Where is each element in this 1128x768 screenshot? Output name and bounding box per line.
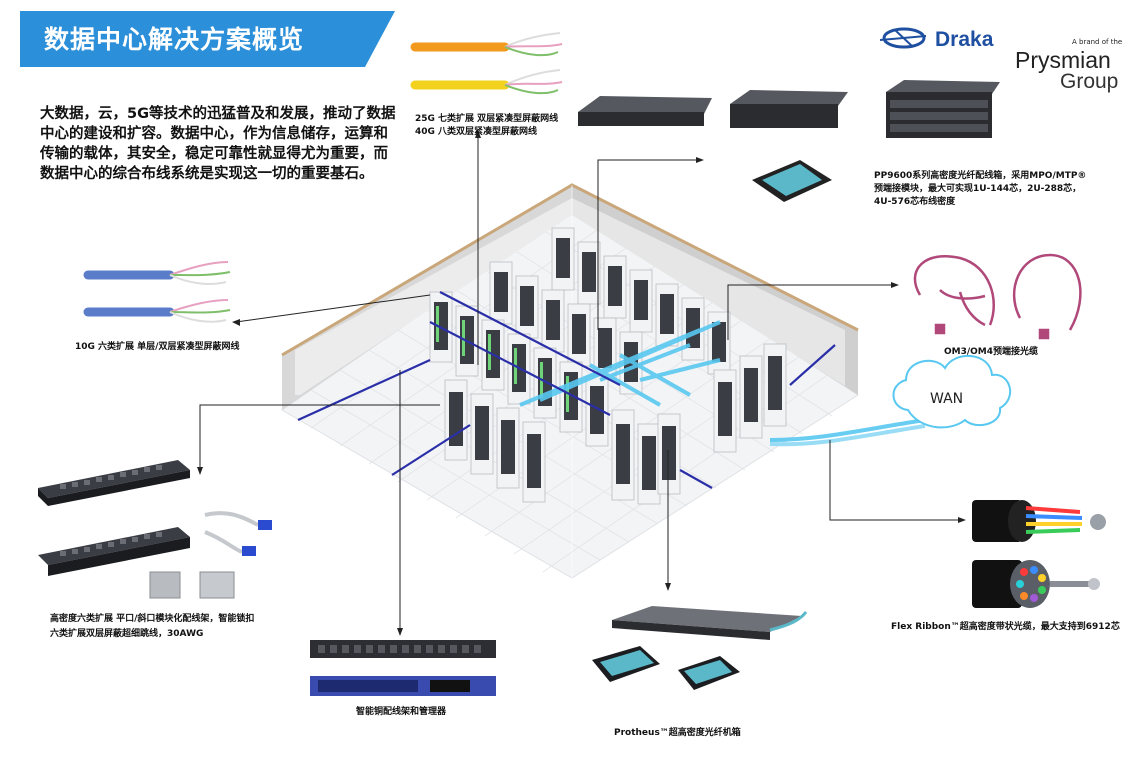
caption-patch-panel-1: 高密度六类扩展 平口/斜口模块化配线架，智能锁扣 bbox=[50, 614, 255, 624]
protheus-enclosure-image bbox=[592, 606, 808, 690]
caption-copper-25g: 25G 七类扩展 双层紧凑型屏蔽网线 bbox=[415, 114, 559, 124]
caption-patch-panel-2: 六类扩展双层屏蔽超细跳线，30AWG bbox=[50, 629, 204, 639]
draka-logo-icon bbox=[879, 27, 927, 49]
om3-om4-cable-image bbox=[913, 253, 1082, 340]
smart-copper-panel-image bbox=[310, 640, 496, 696]
caption-pp9600-3: 4U-576芯布线密度 bbox=[874, 197, 956, 207]
brand-group: Group bbox=[1060, 70, 1119, 93]
caption-smart-copper: 智能铜配线架和管理器 bbox=[356, 707, 447, 717]
caption-flex-ribbon: Flex Ribbon™超高密度带状光缆，最大支持到6912芯 bbox=[891, 622, 1120, 632]
caption-protheus: Protheus™超高密度光纤机箱 bbox=[614, 728, 741, 738]
caption-om3-om4: OM3/OM4预端接光缆 bbox=[944, 347, 1039, 357]
connector-lines bbox=[199, 136, 960, 630]
caption-pp9600-2: 预端接模块，最大可实现1U-144芯，2U-288芯， bbox=[874, 184, 1082, 194]
wan-cloud bbox=[892, 354, 1011, 429]
flex-ribbon-image bbox=[972, 500, 1106, 608]
caption-pp9600-1: PP9600系列高密度光纤配线箱，采用MPO/MTP® bbox=[874, 171, 1087, 181]
rack-link-lines bbox=[297, 291, 836, 489]
caption-copper-10g: 10G 六类扩展 单层/双层紧凑型屏蔽网线 bbox=[75, 342, 240, 352]
cable-10g-image bbox=[83, 261, 231, 323]
brand-prysmian: Prysmian bbox=[1015, 47, 1111, 73]
pp9600-enclosures-image bbox=[578, 80, 1000, 202]
intro-paragraph: 大数据，云，5G等技术的迅猛普及和发展，推动了数据中心的建设和扩容。数据中心，作… bbox=[40, 106, 396, 182]
cable-25g-40g-image bbox=[410, 32, 563, 95]
brand-of-text: A brand of the bbox=[1072, 38, 1123, 46]
arrow-heads bbox=[197, 130, 966, 636]
wan-label: WAN bbox=[930, 391, 964, 407]
title-banner bbox=[20, 11, 395, 67]
fiber-pathways bbox=[519, 320, 926, 447]
caption-copper-40g: 40G 八类双层紧凑型屏蔽网线 bbox=[415, 127, 538, 137]
page-title: 数据中心解决方案概览 bbox=[44, 25, 305, 54]
brand-draka: Draka bbox=[935, 28, 994, 51]
patch-panels-image bbox=[38, 460, 272, 599]
